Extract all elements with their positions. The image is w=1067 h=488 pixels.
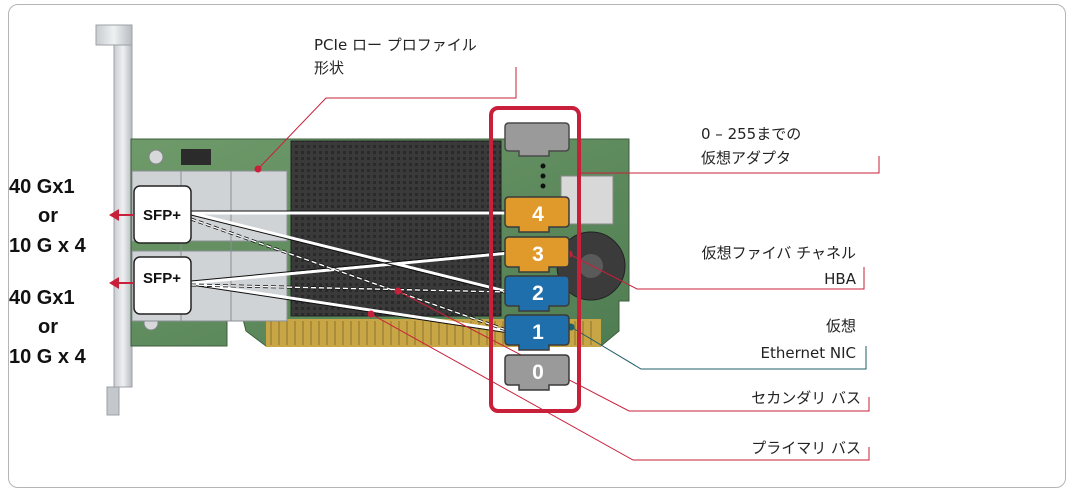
leader-dot	[367, 310, 375, 318]
adapter-4: 4	[504, 196, 570, 233]
callout-pcie-form-factor-line2: 形状	[314, 59, 344, 77]
adapter-3: 3	[504, 236, 570, 273]
callout-virtual-hba-line2: HBA	[824, 270, 857, 288]
adapter-1: 1	[504, 314, 570, 351]
port-2-speed: 40 Gx1 or 10 G x 4	[9, 287, 87, 368]
speed-line: or	[38, 205, 58, 227]
callout-secondary-bus: セカンダリ バス	[751, 389, 861, 407]
sfp-label: SFP+	[143, 270, 181, 287]
callout-virtual-nic-line2: Ethernet NIC	[760, 344, 856, 362]
leader-dot	[254, 165, 262, 173]
speed-line: 40 Gx1	[9, 287, 75, 309]
adapter-0: 0	[504, 354, 570, 391]
speed-line: 10 G x 4	[9, 235, 87, 257]
nic-leader-line	[570, 326, 867, 370]
ellipsis-dot	[540, 173, 546, 179]
leader-dot	[394, 287, 402, 295]
adapter-number: 1	[532, 321, 544, 344]
callout-pcie-form-factor-line1: PCIe ロー プロファイル	[314, 36, 477, 54]
screw-hole-icon	[148, 149, 164, 165]
callout-virtual-adapters-line2: 仮想アダプタ	[701, 149, 791, 167]
callout-virtual-adapters-line1: 0 – 255までの	[701, 125, 801, 143]
adapter-diagram: 4 3 2 1 0 SFP+ SFP+ 40 Gx1 or 10 G x 4 40 Gx…	[9, 24, 880, 461]
adapter-shape	[504, 314, 570, 351]
callout-virtual-hba-line1: 仮想ファイバ チャネル	[702, 244, 856, 262]
speed-line: 10 G x 4	[9, 346, 87, 368]
adapter-number: 3	[532, 243, 544, 266]
ellipsis-dot	[540, 183, 546, 189]
adapter-number: 2	[532, 282, 544, 305]
adapter-shape	[504, 275, 570, 312]
sfp-port-1: SFP+	[133, 185, 192, 244]
adapter-placeholder	[504, 122, 570, 157]
primary-bus-lines-outline	[190, 210, 510, 334]
speed-line: 40 Gx1	[9, 176, 75, 198]
adapter-number: 4	[532, 203, 544, 226]
adapter-shape	[504, 236, 570, 273]
port-1-speed: 40 Gx1 or 10 G x 4	[9, 176, 87, 257]
leader-lines	[257, 67, 880, 461]
sfp-label: SFP+	[143, 207, 181, 224]
secondary-bus-lines-white	[190, 218, 510, 332]
virtual-adapter-group-box	[489, 106, 581, 413]
callout-primary-bus: プライマリ バス	[751, 439, 861, 457]
adapter-shape	[504, 354, 570, 391]
port-arrow-icon	[109, 209, 134, 221]
adapter-2: 2	[504, 275, 570, 312]
heat-sink	[290, 140, 502, 317]
diagram-frame: 4 3 2 1 0 SFP+ SFP+ 40 Gx1 or 10 G x 4 40 Gx…	[8, 4, 1066, 488]
port-arrow-icon	[109, 277, 134, 289]
virtual-adapters: 4 3 2 1 0	[504, 196, 570, 391]
callout-virtual-nic-line1: 仮想	[826, 317, 856, 335]
pcie-bracket	[95, 24, 133, 416]
adapter-number: 0	[532, 361, 544, 384]
sfp-port-2: SFP+	[133, 256, 192, 315]
ellipsis-dot	[540, 163, 546, 169]
primary-bus-lines	[174, 209, 511, 333]
adapter-shape	[504, 196, 570, 233]
speed-line: or	[38, 316, 58, 338]
